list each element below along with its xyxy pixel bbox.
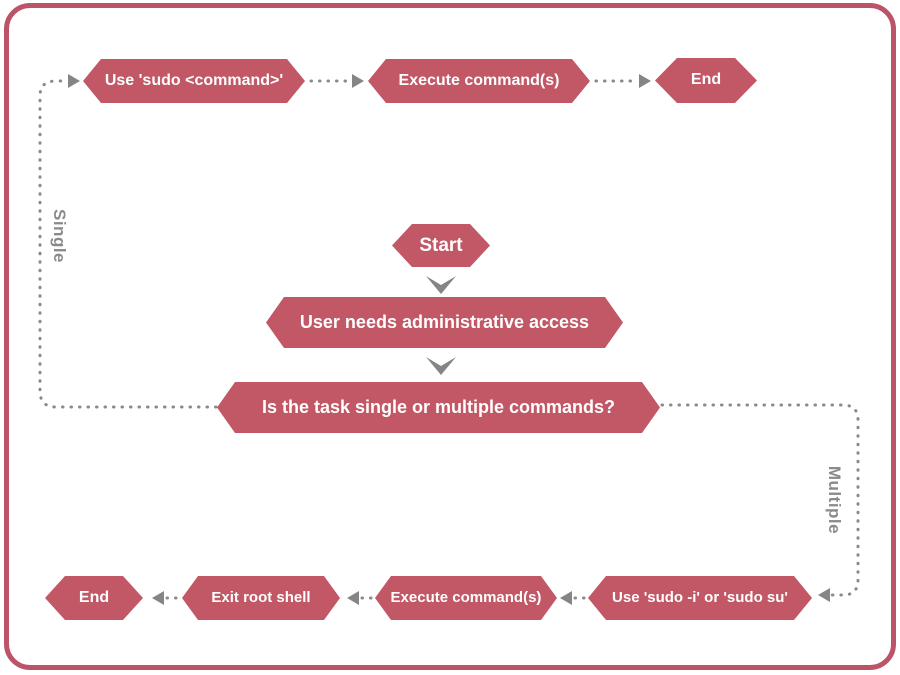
- node-start: Start: [392, 224, 490, 267]
- node-multi-execute: Execute command(s): [375, 576, 557, 620]
- node-multi-end: End: [45, 576, 143, 620]
- node-exit-root-shell: Exit root shell: [182, 576, 340, 620]
- node-single-end: End: [655, 58, 757, 103]
- node-needs-access: User needs administrative access: [266, 297, 623, 348]
- node-decision-single-or-multiple: Is the task single or multiple commands?: [217, 382, 660, 433]
- edge-label-multiple: Multiple: [825, 465, 844, 535]
- node-single-use-sudo: Use 'sudo <command>': [83, 59, 305, 103]
- node-multi-use-sudo: Use 'sudo -i' or 'sudo su': [588, 576, 812, 620]
- edge-label-single: Single: [50, 208, 69, 264]
- node-single-execute: Execute command(s): [368, 59, 590, 103]
